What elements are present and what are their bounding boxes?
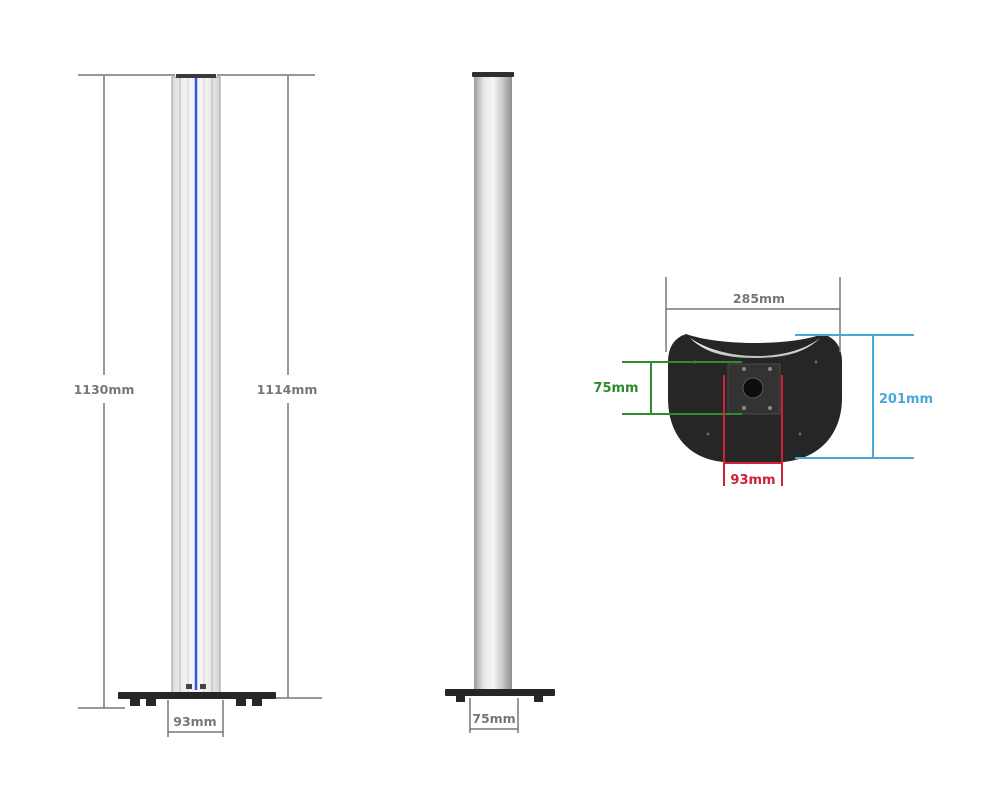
side-foot	[456, 696, 465, 702]
bolt-hole	[742, 367, 746, 371]
side-foot	[534, 696, 543, 702]
dim-base-depth-label: 201mm	[879, 392, 933, 407]
side-tube	[474, 76, 512, 690]
front-base-plate	[118, 692, 276, 699]
front-foot	[236, 699, 246, 706]
base-top-view: 285mm 201mm 75mm 93mm	[593, 277, 933, 488]
bolt-hole	[768, 406, 772, 410]
dim-column-height	[217, 74, 322, 699]
front-foot	[146, 699, 156, 706]
front-top-cap	[176, 74, 216, 78]
side-top-cap	[472, 72, 514, 77]
dim-total-height	[78, 74, 175, 709]
center-hole	[742, 377, 764, 399]
bolt-hole	[798, 432, 802, 436]
front-clip	[200, 684, 206, 689]
dim-base-width-top	[665, 277, 841, 352]
front-foot	[130, 699, 140, 706]
bolt-hole	[768, 367, 772, 371]
dim-hole-spacing-vertical	[622, 361, 742, 415]
dim-tube-width	[469, 698, 519, 733]
bolt-hole	[742, 406, 746, 410]
side-view: 75mm	[445, 72, 555, 733]
dim-hole-spacing-vertical-label: 75mm	[593, 381, 638, 396]
front-foot	[252, 699, 262, 706]
dim-total-height-label: 1130mm	[74, 382, 135, 397]
bolt-hole	[706, 432, 710, 436]
front-clip	[186, 684, 192, 689]
dim-base-width	[167, 700, 224, 737]
base-top-rim	[690, 338, 820, 358]
dim-hole-spacing-horizontal-label: 93mm	[730, 473, 775, 488]
front-view: 1130mm 1114mm 93mm	[74, 74, 322, 737]
dim-base-width-top-label: 285mm	[733, 291, 785, 306]
dim-base-width-label: 93mm	[173, 714, 216, 729]
dim-base-depth	[795, 334, 914, 459]
side-base-plate	[445, 689, 555, 696]
bolt-hole	[814, 360, 818, 364]
dim-column-height-label: 1114mm	[257, 382, 318, 397]
dim-tube-width-label: 75mm	[472, 711, 515, 726]
dim-hole-spacing-horizontal	[723, 375, 783, 486]
